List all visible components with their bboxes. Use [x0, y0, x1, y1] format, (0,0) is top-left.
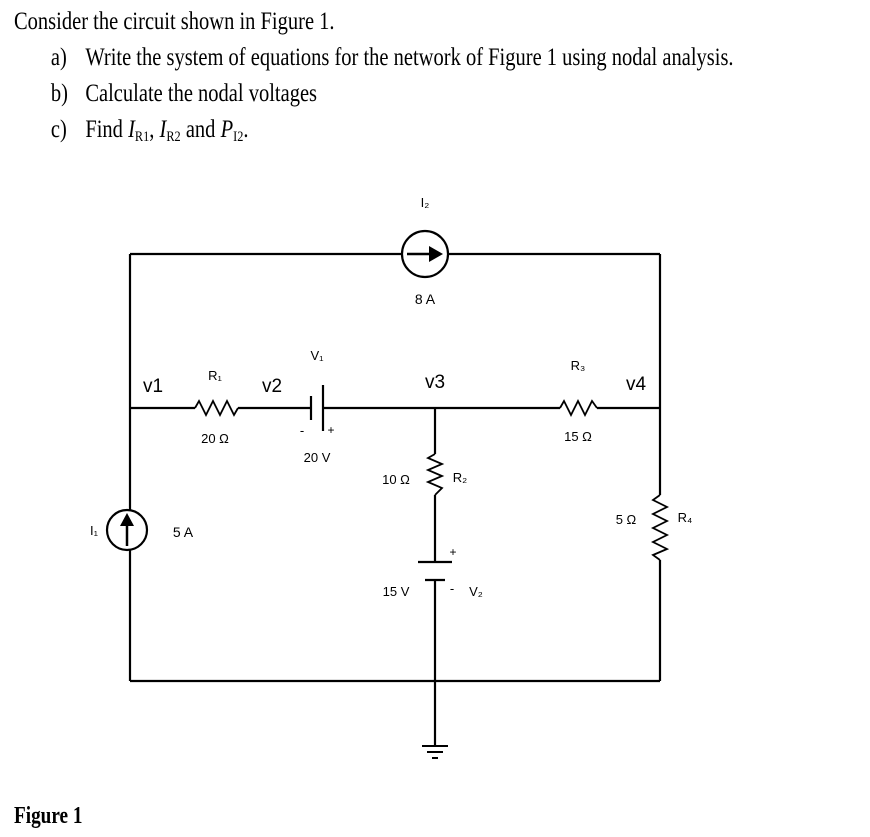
r1-name: R₁ [208, 368, 222, 383]
current-source-i1: I₁ 5 A [90, 508, 194, 552]
v1-plus: + [327, 423, 334, 437]
r2-value: 10 Ω [382, 472, 410, 487]
wires [128, 252, 662, 746]
arrow-right-icon [429, 246, 443, 262]
r4-value: 5 Ω [616, 512, 637, 527]
r3-name: R₃ [571, 358, 586, 373]
r1-value: 20 Ω [201, 431, 229, 446]
problem-item-c: c)Find IR1, IR2 and PI2. [14, 112, 711, 155]
item-letter: a) [50, 44, 67, 71]
item-letter: b) [50, 80, 68, 107]
item-text: Calculate the nodal voltages [85, 80, 318, 107]
v1-value: 20 V [304, 450, 331, 465]
current-source-i2: I₂ 8 A [400, 195, 450, 307]
resistor-r3: R₃ 15 Ω [559, 358, 598, 444]
power-symbol: P [220, 116, 234, 143]
item-text-prefix: Find [85, 116, 129, 143]
voltage-source-v2: + - 15 V V₂ [383, 545, 483, 599]
node-v4-label: v4 [626, 374, 647, 395]
v2-value: 15 V [383, 584, 410, 599]
problem-intro: Consider the circuit shown in Figure 1. [14, 8, 335, 35]
item-separator: , [149, 116, 160, 143]
i1-value: 5 A [173, 524, 194, 540]
problem-statement: Consider the circuit shown in Figure 1. … [14, 4, 734, 155]
node-v3-label: v3 [425, 372, 445, 393]
problem-item-b: b) Calculate the nodal voltages [14, 76, 711, 112]
v1-name: V₁ [310, 348, 324, 363]
v2-minus: - [450, 581, 454, 596]
v2-name: V₂ [469, 584, 483, 599]
r3-value: 15 Ω [564, 429, 592, 444]
current-subscript: R2 [166, 129, 181, 145]
current-symbol: I [128, 116, 135, 143]
figure-caption: Figure 1 [14, 803, 83, 829]
i2-value: 8 A [415, 291, 436, 307]
r2-name: R₂ [453, 470, 467, 485]
voltage-source-v1: - + V₁ 20 V [300, 348, 335, 465]
problem-item-a: a) Write the system of equations for the … [14, 40, 734, 76]
i1-name: I₁ [90, 523, 99, 538]
i2-name: I₂ [421, 195, 430, 210]
current-symbol: I [159, 116, 167, 143]
item-letter: c) [50, 116, 67, 143]
item-text: Write the system of equations for the ne… [85, 44, 734, 71]
item-end: . [243, 116, 249, 143]
node-v1-label: v1 [143, 376, 163, 397]
item-and: and [180, 116, 221, 143]
r4-name: R₄ [678, 510, 693, 525]
node-v2-label: v2 [262, 376, 282, 397]
power-subscript: I2 [233, 129, 244, 145]
circuit-diagram: I₂ 8 A I₁ 5 A R₁ 20 Ω - + V₁ 20 V R₃ 15 … [90, 195, 693, 759]
arrow-up-icon [120, 513, 134, 526]
resistor-r1: R₁ 20 Ω [194, 368, 239, 446]
v2-plus: + [449, 545, 456, 559]
resistor-r2: 10 Ω R₂ [382, 453, 467, 496]
current-subscript: R1 [134, 129, 150, 145]
v1-minus: - [300, 423, 304, 438]
resistor-r4: 5 Ω R₄ [616, 494, 693, 561]
ground-icon [422, 745, 448, 759]
